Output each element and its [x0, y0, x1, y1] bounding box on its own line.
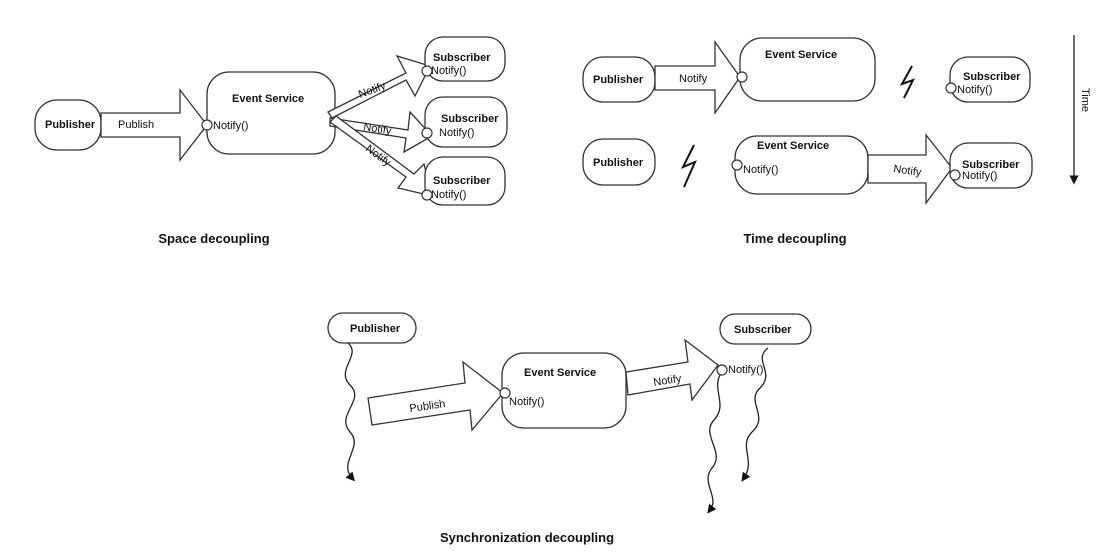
- sync-es-notify-op: Notify(): [509, 396, 544, 408]
- time-sub-notify-op-bottom: Notify(): [962, 170, 997, 182]
- time-sub-port-icon-top: [945, 82, 957, 94]
- space-sub1-notify-op: Notify(): [431, 65, 466, 77]
- lightning-icon-bottom: [680, 144, 697, 188]
- space-subscriber-node-1: [424, 36, 506, 82]
- sync-subscriber-node: [719, 313, 812, 345]
- time-subscriber-node-top: [949, 56, 1031, 103]
- space-publisher-label: Publisher: [45, 119, 96, 131]
- time-es-notify-op-bottom: Notify(): [743, 164, 778, 176]
- sync-publisher-node: [327, 312, 417, 344]
- time-notify-arrow-top: [654, 39, 741, 116]
- space-sub3-notify-op: Notify(): [431, 189, 466, 201]
- time-sub-notify-op-top: Notify(): [957, 84, 992, 96]
- time-subscriber-node-bottom: [949, 142, 1033, 189]
- space-event-service-node: [206, 71, 336, 155]
- space-subscriber-label-1: Subscriber: [433, 52, 491, 64]
- space-sub3-port-icon: [421, 189, 433, 201]
- time-publisher-label-top: Publisher: [593, 74, 644, 86]
- space-subscriber-label-3: Subscriber: [433, 175, 491, 187]
- space-sub2-port-icon: [421, 127, 433, 139]
- time-event-service-label-bottom: Event Service: [757, 140, 829, 152]
- time-publisher-node-bottom: [582, 138, 656, 186]
- time-notify-arrow-bottom: [867, 133, 953, 205]
- sync-decoupling-panel: Publisher Publish Event Service Notify()…: [327, 312, 812, 545]
- time-subscriber-label-bottom: Subscriber: [962, 159, 1020, 171]
- sync-publisher-label: Publisher: [350, 323, 401, 335]
- sync-event-service-label: Event Service: [524, 367, 596, 379]
- time-axis-label: Time: [1079, 88, 1091, 112]
- time-subscriber-label-top: Subscriber: [963, 71, 1021, 83]
- sync-event-service-node: [501, 352, 627, 429]
- sync-sub-notify-op: Notify(): [728, 364, 763, 376]
- space-caption: Space decoupling: [158, 231, 269, 246]
- sync-notify-label: Notify: [653, 373, 683, 389]
- time-notify-label-bottom: Notify: [893, 163, 923, 179]
- sync-notify-thread: [707, 374, 721, 514]
- time-event-service-label-top: Event Service: [765, 49, 837, 61]
- sync-publish-arrow: [367, 360, 504, 432]
- time-es-port-icon-bottom: [731, 159, 743, 171]
- time-decoupling-panel: Publisher Notify Event Service Subscribe…: [582, 35, 1091, 246]
- space-es-notify-op: Notify(): [213, 120, 248, 132]
- sync-subscriber-thread: [741, 347, 769, 482]
- space-subscriber-node-2: [424, 96, 508, 148]
- time-sub-port-icon-bottom: [949, 169, 961, 181]
- space-sub2-notify-op: Notify(): [439, 127, 474, 139]
- space-decoupling-panel: Publisher Publish Event Service Notify()…: [34, 36, 508, 246]
- sync-publisher-thread: [344, 342, 356, 482]
- sync-es-port-icon: [499, 387, 511, 399]
- sync-sub-port-icon: [716, 364, 728, 376]
- space-event-service-label: Event Service: [232, 93, 304, 105]
- space-es-port-icon: [201, 119, 213, 131]
- time-es-port-icon-top: [736, 71, 748, 83]
- space-notify-label-2: Notify: [363, 121, 393, 137]
- time-event-service-node-top: [739, 37, 876, 102]
- time-publisher-label-bottom: Publisher: [593, 157, 644, 169]
- time-caption: Time decoupling: [743, 231, 846, 246]
- space-subscriber-node-3: [424, 156, 506, 206]
- sync-subscriber-label: Subscriber: [734, 324, 792, 336]
- lightning-icon-top: [899, 65, 916, 99]
- sync-publish-label: Publish: [409, 398, 446, 415]
- sync-notify-arrow: [625, 338, 719, 402]
- space-sub1-port-icon: [421, 65, 433, 77]
- space-notify-arrow-1: [327, 54, 431, 119]
- space-publish-label: Publish: [118, 119, 154, 131]
- sync-caption: Synchronization decoupling: [440, 530, 614, 545]
- space-subscriber-label-2: Subscriber: [441, 113, 499, 125]
- time-notify-label-top: Notify: [679, 73, 708, 85]
- space-publish-arrow: [100, 88, 208, 162]
